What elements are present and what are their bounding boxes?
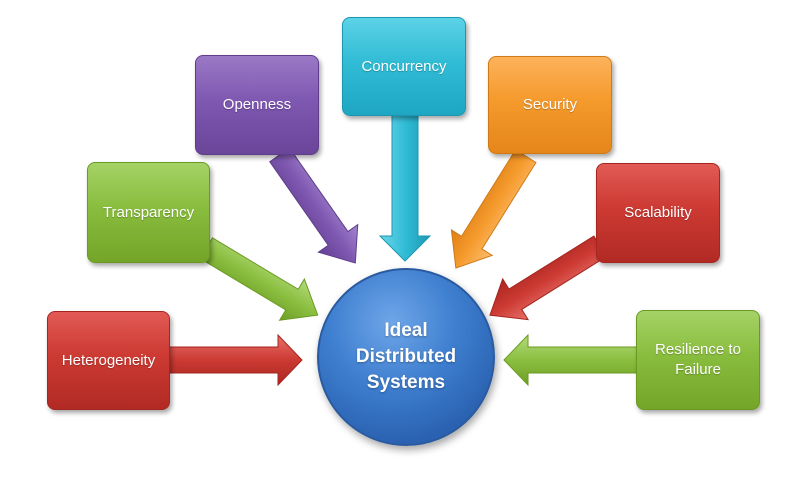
- resilience-label-line-1: Resilience to: [655, 341, 741, 358]
- resilience-label-line-2: Failure: [675, 361, 721, 378]
- transparency-label: Transparency: [102, 203, 195, 221]
- security-arrow: [450, 149, 537, 269]
- concurrency-arrow: [378, 113, 432, 262]
- concurrency-box: Concurrency: [342, 17, 466, 116]
- transparency-arrow: [199, 237, 319, 321]
- security-label: Security: [522, 96, 578, 113]
- resilience-arrow: [503, 333, 639, 387]
- center-label-line-2: Distributed: [355, 346, 457, 367]
- openness-box: Openness: [195, 55, 319, 155]
- openness-arrow: [269, 147, 359, 264]
- heterogeneity-label: Heterogeneity: [61, 351, 156, 369]
- heterogeneity-box: Heterogeneity: [47, 311, 170, 410]
- scalability-arrow: [489, 235, 608, 321]
- heterogeneity-arrow: [167, 333, 303, 387]
- openness-label: Openness: [222, 96, 292, 113]
- center-label-line-3: Systems: [366, 372, 446, 393]
- ideal-distributed-systems-circle: Ideal Distributed Systems: [317, 268, 495, 446]
- scalability-box: Scalability: [596, 163, 720, 263]
- resilience-label: Resilience to Failure: [655, 340, 741, 380]
- scalability-label: Scalability: [624, 204, 692, 221]
- transparency-box: Transparency: [87, 162, 210, 263]
- security-box: Security: [488, 56, 612, 154]
- resilience-box: Resilience to Failure: [636, 310, 760, 410]
- center-label-line-1: Ideal: [384, 320, 428, 341]
- concurrency-label: Concurrency: [361, 57, 447, 75]
